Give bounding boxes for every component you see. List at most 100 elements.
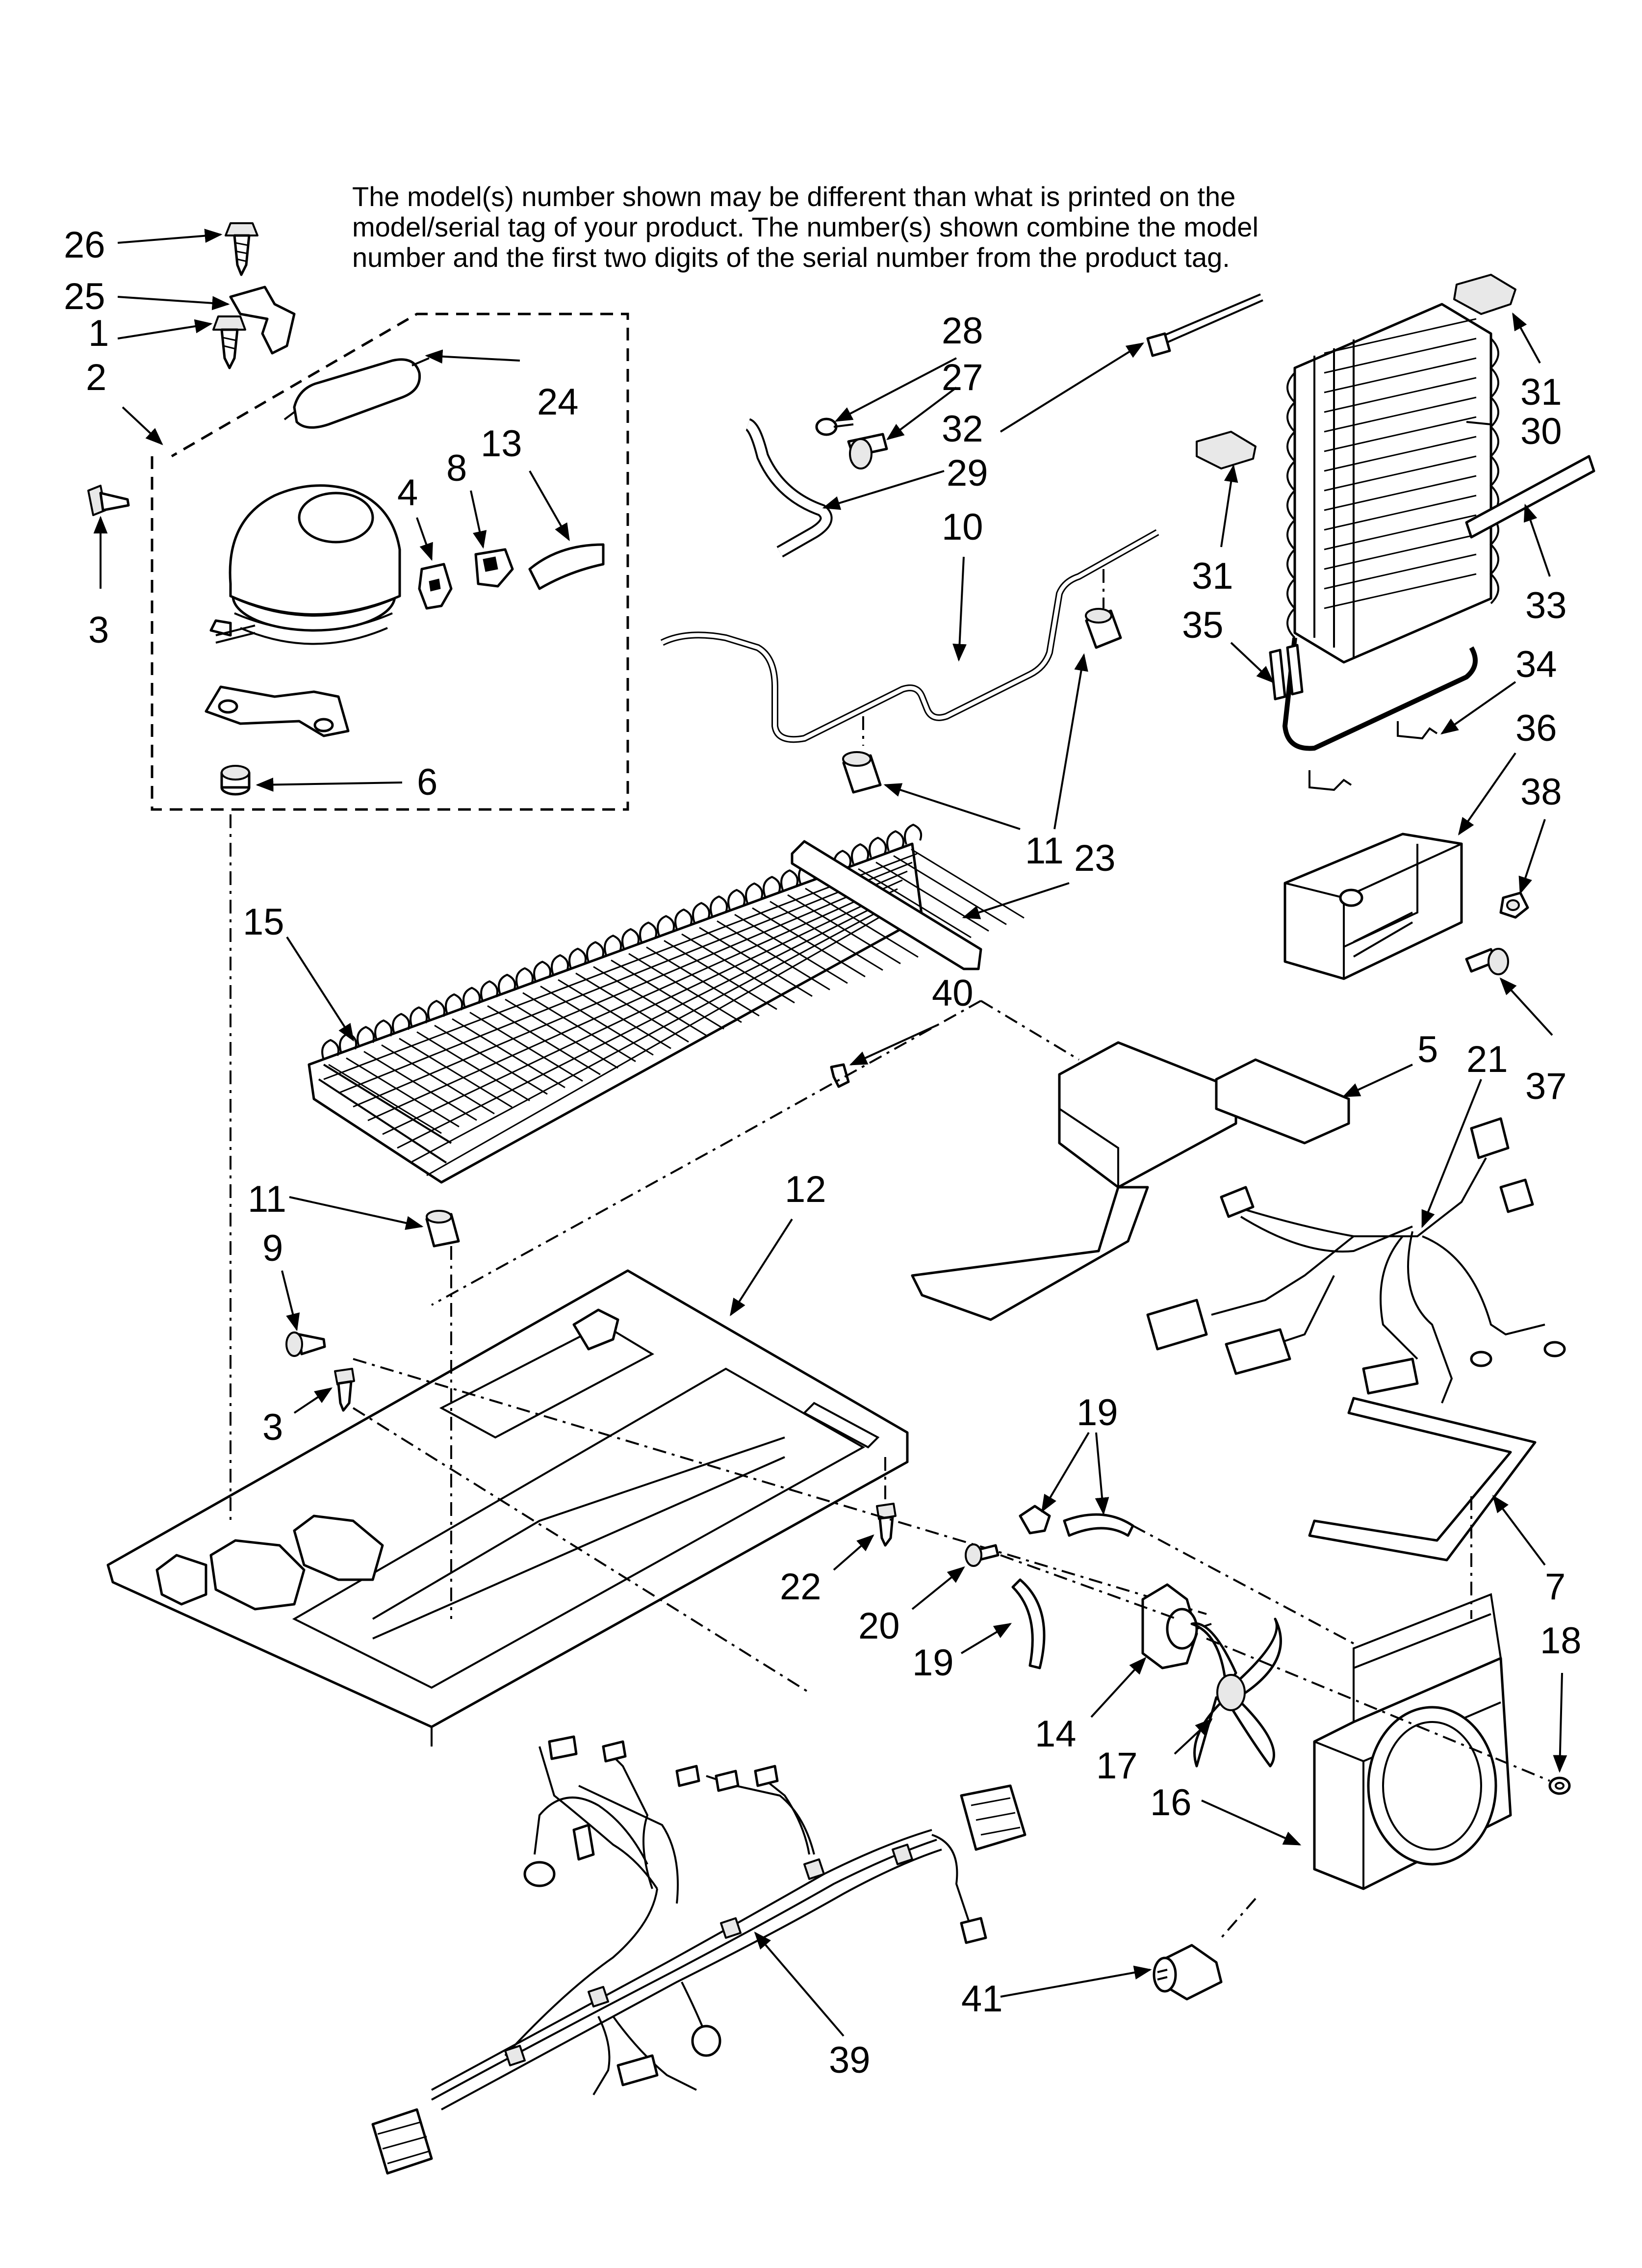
condenser-coil-loop xyxy=(639,921,658,943)
callout-16[interactable]: 16 xyxy=(1150,1782,1192,1824)
screw-20[interactable] xyxy=(965,1543,1000,1567)
callout-34[interactable]: 34 xyxy=(1515,644,1557,685)
clip-28[interactable] xyxy=(815,417,854,436)
callout-17[interactable]: 17 xyxy=(1096,1745,1138,1787)
tube-10[interactable] xyxy=(660,529,1159,743)
screw-3-base[interactable] xyxy=(334,1368,355,1412)
callout-8[interactable]: 8 xyxy=(446,447,467,489)
callout-38[interactable]: 38 xyxy=(1520,771,1562,813)
base-plate-12[interactable] xyxy=(106,1269,909,1747)
condenser-coil-loop xyxy=(621,928,640,949)
fan-motor-14[interactable] xyxy=(1141,1583,1212,1669)
callout-41[interactable]: 41 xyxy=(961,1978,1003,2020)
compressor[interactable] xyxy=(205,484,401,737)
clip-38[interactable] xyxy=(1499,891,1529,919)
model-number-note: The model(s) number shown may be differe… xyxy=(352,182,1554,273)
foam-block-31-top[interactable] xyxy=(1453,274,1516,315)
callout-39[interactable]: 39 xyxy=(829,2039,871,2081)
callout-20[interactable]: 20 xyxy=(858,1605,900,1647)
callout-23[interactable]: 23 xyxy=(1074,837,1116,879)
nut-18[interactable] xyxy=(1548,1776,1571,1795)
callout-7[interactable]: 7 xyxy=(1545,1566,1565,1608)
screw-9[interactable] xyxy=(285,1331,326,1357)
callout-35[interactable]: 35 xyxy=(1182,604,1224,646)
capacitor-41[interactable] xyxy=(1153,1944,1223,2001)
callout-10[interactable]: 10 xyxy=(942,506,983,548)
callout-15[interactable]: 15 xyxy=(243,901,284,943)
strip-33[interactable] xyxy=(1465,455,1595,539)
callout-19-bottom[interactable]: 19 xyxy=(912,1642,954,1684)
condenser-wire xyxy=(452,1018,565,1089)
frame-7[interactable] xyxy=(1308,1397,1537,1562)
condenser-wire xyxy=(593,966,707,1036)
tube-sleeve-11-mid[interactable] xyxy=(425,1210,460,1248)
callout-13[interactable]: 13 xyxy=(481,423,522,465)
callout-14[interactable]: 14 xyxy=(1035,1713,1077,1755)
callout-9[interactable]: 9 xyxy=(262,1227,283,1269)
callout-5[interactable]: 5 xyxy=(1417,1029,1438,1070)
callout-31-top[interactable]: 31 xyxy=(1520,371,1562,413)
callout-40[interactable]: 40 xyxy=(932,972,974,1014)
callout-32[interactable]: 32 xyxy=(942,408,983,450)
condenser-15[interactable] xyxy=(308,823,1025,1184)
callout-1[interactable]: 1 xyxy=(88,313,109,354)
callout-leaders xyxy=(93,229,1567,2037)
cover-13[interactable] xyxy=(528,543,605,590)
callout-31-left[interactable]: 31 xyxy=(1192,555,1233,597)
tube-29[interactable] xyxy=(744,418,833,558)
screw-26[interactable] xyxy=(225,222,258,276)
callout-37[interactable]: 37 xyxy=(1525,1066,1567,1107)
evaporator-30[interactable] xyxy=(1286,303,1499,664)
callout-26[interactable]: 26 xyxy=(64,224,105,266)
callout-33[interactable]: 33 xyxy=(1525,585,1567,626)
tube-sleeve-11-right[interactable] xyxy=(1085,608,1122,649)
foam-block-31-left[interactable] xyxy=(1196,431,1257,469)
callout-27[interactable]: 27 xyxy=(942,357,983,398)
callout-18[interactable]: 18 xyxy=(1540,1620,1582,1662)
callout-25[interactable]: 25 xyxy=(64,276,105,317)
callout-21[interactable]: 21 xyxy=(1466,1039,1508,1080)
callout-36[interactable]: 36 xyxy=(1515,707,1557,749)
drier-24[interactable] xyxy=(283,357,430,429)
fan-blade-17[interactable] xyxy=(1190,1617,1282,1768)
wire-harness-21[interactable] xyxy=(1146,1117,1566,1404)
rail-23[interactable] xyxy=(791,840,982,970)
main-wire-harness-39[interactable] xyxy=(371,1735,1026,2175)
drain-pan-5[interactable] xyxy=(911,1041,1350,1321)
clip-40[interactable] xyxy=(830,1063,850,1088)
callout-6[interactable]: 6 xyxy=(417,761,437,803)
callout-3-base[interactable]: 3 xyxy=(262,1407,283,1448)
screw-37[interactable] xyxy=(1465,948,1509,975)
callout-11-top[interactable]: 11 xyxy=(1025,830,1064,872)
condenser-wire xyxy=(770,901,883,971)
callout-24[interactable]: 24 xyxy=(537,381,579,423)
callout-22[interactable]: 22 xyxy=(780,1566,821,1608)
grommet-6[interactable] xyxy=(220,765,251,796)
bracket-25[interactable] xyxy=(229,286,296,355)
motor-mount-19-bottom[interactable] xyxy=(1011,1578,1046,1669)
clip-34[interactable] xyxy=(1308,721,1438,791)
callout-3-top[interactable]: 3 xyxy=(88,609,109,651)
relay-4[interactable] xyxy=(418,563,453,610)
callout-4[interactable]: 4 xyxy=(397,472,418,514)
screw-22[interactable] xyxy=(876,1503,897,1547)
screw-3-left[interactable] xyxy=(87,485,130,516)
callout-19-top[interactable]: 19 xyxy=(1077,1392,1118,1434)
callout-11-mid[interactable]: 11 xyxy=(248,1178,286,1220)
overload-8[interactable] xyxy=(474,548,514,588)
motor-mount-19-top[interactable] xyxy=(1019,1505,1134,1537)
callout-29[interactable]: 29 xyxy=(947,452,988,494)
screw-1[interactable] xyxy=(212,315,246,369)
heater-35[interactable] xyxy=(1269,637,1478,751)
cover-36[interactable] xyxy=(1283,833,1463,980)
tube-sleeve-11-left[interactable] xyxy=(842,751,882,794)
callout-30[interactable]: 30 xyxy=(1520,411,1562,452)
fan-shroud-16[interactable] xyxy=(1313,1593,1512,1890)
callout-28[interactable]: 28 xyxy=(942,310,983,352)
condenser-wire xyxy=(434,1024,548,1095)
callout-2[interactable]: 2 xyxy=(86,357,106,398)
condenser-coil-loop xyxy=(462,987,481,1008)
wire-32[interactable] xyxy=(1146,293,1263,357)
screw-27[interactable] xyxy=(847,433,888,469)
callout-12[interactable]: 12 xyxy=(785,1169,826,1210)
